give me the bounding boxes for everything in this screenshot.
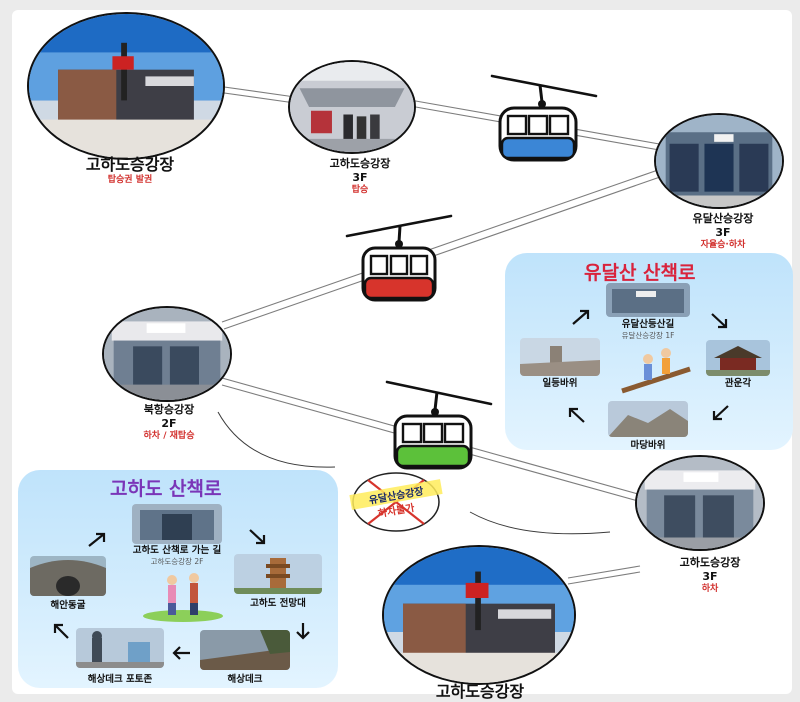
walkers-illustration xyxy=(138,570,228,622)
gohado-trail-start-photo xyxy=(132,504,222,544)
photo-zone-photo xyxy=(76,628,164,668)
gohado-stop-photo-zone: 해상데크 포토존 xyxy=(87,674,153,685)
blue-car-base xyxy=(500,136,576,160)
arrow-icon xyxy=(566,404,588,426)
gohado-lower-station-photo xyxy=(27,12,225,160)
gohado-return-station-photo xyxy=(635,455,765,551)
yudalsan-trail-start-label: 유달산등산길 유달산승강장 1F xyxy=(596,319,700,340)
station-floor: 3F xyxy=(702,569,718,583)
gohado-3f-station-photo xyxy=(288,60,416,154)
yudalsan-stop-madangbawi: 마당바위 xyxy=(630,440,666,451)
yudalsan-station-photo xyxy=(654,113,784,209)
station-name: 고하도승강장 xyxy=(679,556,741,569)
arrow-icon xyxy=(86,528,108,550)
trail-start-name: 고하도 산책로 가는 길 xyxy=(132,545,222,556)
station-sub: 하차 / 재탑승 xyxy=(143,430,195,441)
trail-start-sub: 고하도승강장 2F xyxy=(150,556,204,566)
station-name: 고하도승강장 xyxy=(85,155,175,174)
madangbawi-photo xyxy=(608,401,688,437)
station-sub: 하차 xyxy=(701,583,719,594)
gohado-stop-observatory: 고하도 전망대 xyxy=(250,598,306,609)
station-label-gohado-3f: 고하도승강장 3F 탑승 xyxy=(305,157,415,196)
gwanungak-photo xyxy=(706,340,770,376)
red-car-base xyxy=(363,276,435,300)
station-label-gohado-lower: 고하도승강장 탑승권 발권 xyxy=(50,155,210,186)
station-name: 북항승강장 xyxy=(143,403,195,416)
arrow-icon xyxy=(570,306,592,328)
station-sub: 자율승·하차 xyxy=(700,239,746,250)
gohado-observatory-photo xyxy=(234,554,322,594)
gohado-trail-start-label: 고하도 산책로 가는 길 고하도승강장 2F xyxy=(117,545,237,566)
station-floor: 3F xyxy=(352,170,368,184)
trail-start-sub: 유달산승강장 1F xyxy=(621,330,675,340)
yudalsan-stop-gwanungak: 관운각 xyxy=(724,378,752,389)
green-cable-car-icon xyxy=(385,378,495,473)
arrow-icon xyxy=(710,402,732,424)
station-label-gohado-bottom: 고하도승강장 xyxy=(400,682,560,702)
hikers-illustration xyxy=(618,345,698,397)
station-name: 고하도승강장 xyxy=(329,157,391,170)
arrow-icon xyxy=(708,310,730,332)
yudalsan-stop-ildeungbawi: 일등바위 xyxy=(542,378,578,389)
station-label-yudalsan: 유달산승강장 3F 자율승·하차 xyxy=(668,212,778,251)
arrow-icon xyxy=(246,526,268,548)
station-name: 고하도승강장 xyxy=(435,682,525,701)
gohado-stop-coastal-cave: 해안동굴 xyxy=(50,600,86,611)
red-cable-car-icon xyxy=(345,210,455,305)
station-sub: 탑승 xyxy=(351,184,369,195)
station-name: 유달산승강장 xyxy=(692,212,754,225)
no-exit-badge: 유달산승강장 하차불가 xyxy=(349,470,443,534)
trail-start-name: 유달산등산길 xyxy=(621,319,675,330)
station-sub: 탑승권 발권 xyxy=(107,175,153,185)
blue-cable-car-icon xyxy=(490,70,600,165)
coastal-cave-photo xyxy=(30,556,106,596)
marine-deck-photo xyxy=(200,630,290,670)
green-car-base xyxy=(395,444,471,468)
ildeungbawi-photo xyxy=(520,338,600,376)
arrow-icon xyxy=(50,620,72,642)
gohado-stop-marine-deck: 해상데크 xyxy=(227,674,263,685)
station-floor: 3F xyxy=(715,225,731,239)
arrow-icon xyxy=(292,620,314,642)
yudalsan-trail-title: 유달산 산책로 xyxy=(584,262,696,284)
station-label-gohado-return: 고하도승강장 3F 하차 xyxy=(655,556,765,595)
station-label-bukhang: 북항승강장 2F 하차 / 재탑승 xyxy=(114,403,224,442)
station-floor: 2F xyxy=(161,416,177,430)
gohado-bottom-station-photo xyxy=(382,545,576,685)
bukhang-station-photo xyxy=(102,306,232,402)
gohado-trail-title: 고하도 산책로 xyxy=(110,478,222,500)
yudalsan-trail-start-photo xyxy=(606,283,690,317)
arrow-icon xyxy=(170,642,192,664)
